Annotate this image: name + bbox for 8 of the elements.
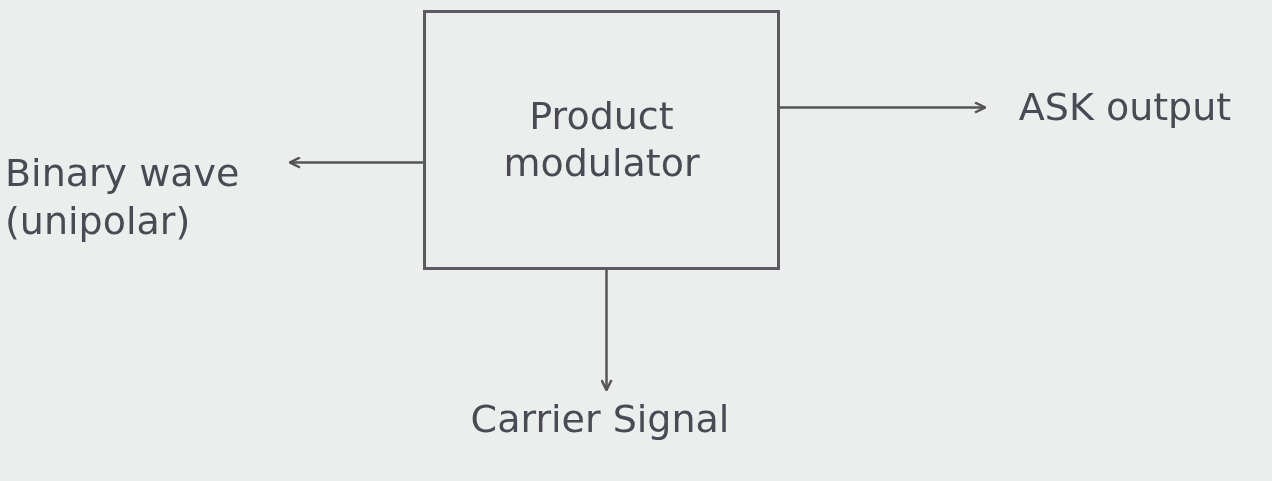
signal-label: ASK output (1018, 83, 1232, 131)
arrow (288, 156, 423, 169)
arrow (780, 101, 987, 114)
arrow (600, 270, 613, 392)
box-label: Product modulator (502, 92, 701, 187)
signal-label: Binary wave (unipolar) (5, 150, 241, 245)
signal-label: Carrier Signal (470, 396, 730, 444)
process-box (423, 10, 780, 270)
